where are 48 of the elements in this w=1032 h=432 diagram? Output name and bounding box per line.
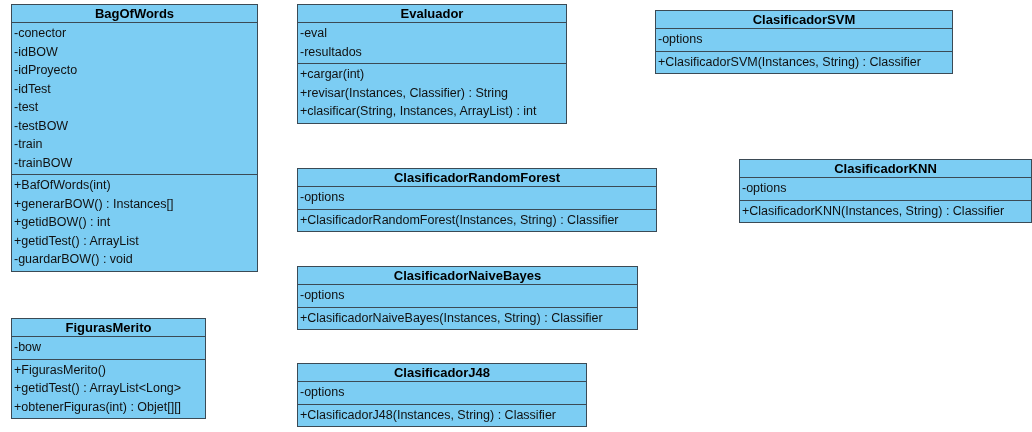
operation-text: +getidTest() : ArrayList<Long> bbox=[14, 380, 183, 397]
operation-text: +revisar(Instances, Classifier) : String bbox=[300, 84, 510, 102]
class-box bbox=[11, 4, 258, 272]
attribute-text: -idTest bbox=[14, 80, 52, 98]
class-name: ClasificadorKNN bbox=[833, 160, 938, 177]
class-name: FigurasMerito bbox=[64, 319, 153, 336]
attribute-text: -train bbox=[14, 136, 44, 153]
operation-text: +BafOfWords(int) bbox=[14, 177, 112, 194]
attribute-text: -options bbox=[742, 180, 788, 197]
operation-text: +cargar(int) bbox=[300, 66, 366, 83]
class-box bbox=[297, 363, 587, 427]
attribute-text: -eval bbox=[300, 25, 329, 42]
class-box bbox=[11, 318, 206, 419]
attribute-text: -resultados bbox=[300, 43, 363, 61]
attribute-text: -idProyecto bbox=[14, 62, 79, 79]
class-name: ClasificadorNaiveBayes bbox=[392, 267, 543, 284]
operation-text: +clasificar(String, Instances, ArrayList) : int bbox=[300, 103, 538, 120]
class-name: Evaluador bbox=[399, 5, 465, 22]
class-name: ClasificadorSVM bbox=[751, 11, 857, 28]
operation-text: +ClasificadorKNN(Instances, String) : Classifier bbox=[742, 202, 1006, 220]
class-box bbox=[655, 10, 953, 74]
operation-text: +generarBOW() : Instances[] bbox=[14, 195, 175, 213]
operation-text: +ClasificadorJ48(Instances, String) : Classifier bbox=[300, 406, 557, 424]
attribute-text: -trainBOW bbox=[14, 154, 74, 172]
attribute-text: -bow bbox=[14, 339, 43, 356]
attribute-text: -options bbox=[300, 384, 346, 401]
operation-text: +ClasificadorSVM(Instances, String) : Classifier bbox=[658, 53, 922, 71]
attribute-text: -conector bbox=[14, 25, 68, 42]
class-box bbox=[297, 266, 638, 330]
class-name: BagOfWords bbox=[93, 5, 176, 22]
class-box bbox=[297, 4, 567, 124]
attribute-text: -testBOW bbox=[14, 117, 70, 135]
operation-text: +getidTest() : ArrayList bbox=[14, 232, 140, 250]
attribute-text: -options bbox=[300, 189, 346, 206]
attribute-text: -options bbox=[300, 287, 346, 304]
operation-text: +getidBOW() : int bbox=[14, 214, 112, 231]
operation-text: +ClasificadorNaiveBayes(Instances, String) : Classifier bbox=[300, 309, 604, 327]
operation-text: -guardarBOW() : void bbox=[14, 251, 134, 268]
attribute-text: -test bbox=[14, 99, 40, 116]
attribute-text: -idBOW bbox=[14, 43, 59, 61]
class-box bbox=[739, 159, 1032, 223]
class-name: ClasificadorRandomForest bbox=[392, 169, 562, 186]
operation-text: +obtenerFiguras(int) : Objet[][] bbox=[14, 398, 183, 416]
attribute-text: -options bbox=[658, 31, 704, 48]
operation-text: +ClasificadorRandomForest(Instances, String) : Classifier bbox=[300, 211, 620, 229]
class-box bbox=[297, 168, 657, 232]
operation-text: +FigurasMerito() bbox=[14, 361, 108, 379]
class-name: ClasificadorJ48 bbox=[392, 364, 492, 381]
